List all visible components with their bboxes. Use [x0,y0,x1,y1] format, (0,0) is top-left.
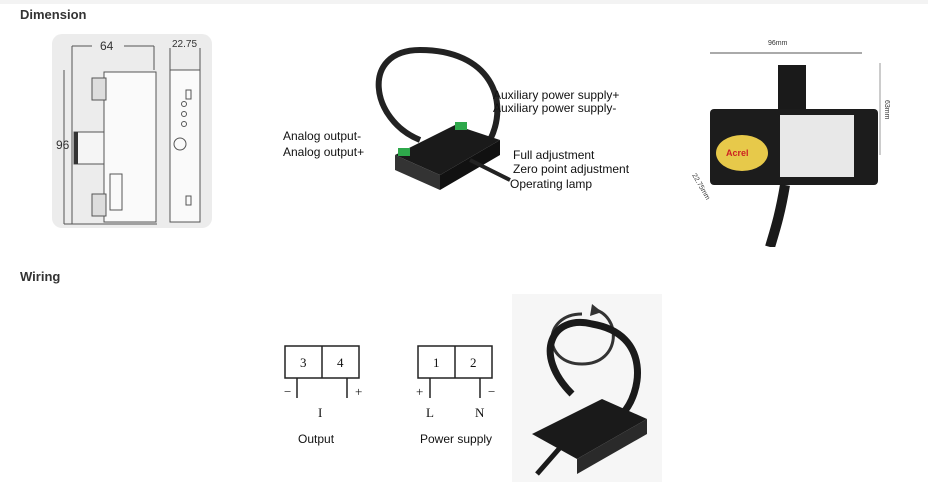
analog-plus-label: Analog output+ [283,145,365,159]
aux-minus-label: Auxiliary power supply- [493,101,617,115]
terminal-1: 1 [433,355,440,370]
photo-width: 96mm [768,40,788,47]
power-minus: − [488,384,495,399]
product-photo: 96mm 63mm 22.75mm Acrel [690,40,890,247]
zero-adjustment-label: Zero point adjustment [513,162,630,176]
photo-height: 63mm [883,100,890,120]
photo-depth: 22.75mm [690,173,711,202]
power-L: L [426,405,434,420]
wiring-photo [512,294,662,482]
width-label: 64 [100,39,114,53]
power-N: N [475,405,485,420]
brand-logo: Acrel [726,148,749,158]
dimension-drawing: 64 96 22.75 [52,34,212,228]
output-plus: + [355,384,362,399]
terminal-4: 4 [337,355,344,370]
dimension-heading: Dimension [20,7,87,22]
aux-plus-label: Auxiliary power supply+ [493,88,620,102]
terminal-3: 3 [300,355,307,370]
analog-minus-label: Analog output- [283,129,362,143]
power-supply-caption: Power supply [420,432,493,446]
top-bar [0,0,928,4]
wiring-heading: Wiring [20,269,61,284]
operating-lamp-label: Operating lamp [510,177,593,191]
height-label: 96 [56,138,70,152]
terminal-2: 2 [470,355,477,370]
output-minus: − [284,384,291,399]
device-illustration [375,46,511,190]
depth-label: 22.75 [172,39,197,50]
power-plus: + [416,384,423,399]
full-adjustment-label: Full adjustment [513,148,595,162]
output-caption: Output [298,432,335,446]
wiring-diagram: 3 4 − + I 1 2 + − L N [284,345,495,420]
output-signal-I: I [318,405,322,420]
